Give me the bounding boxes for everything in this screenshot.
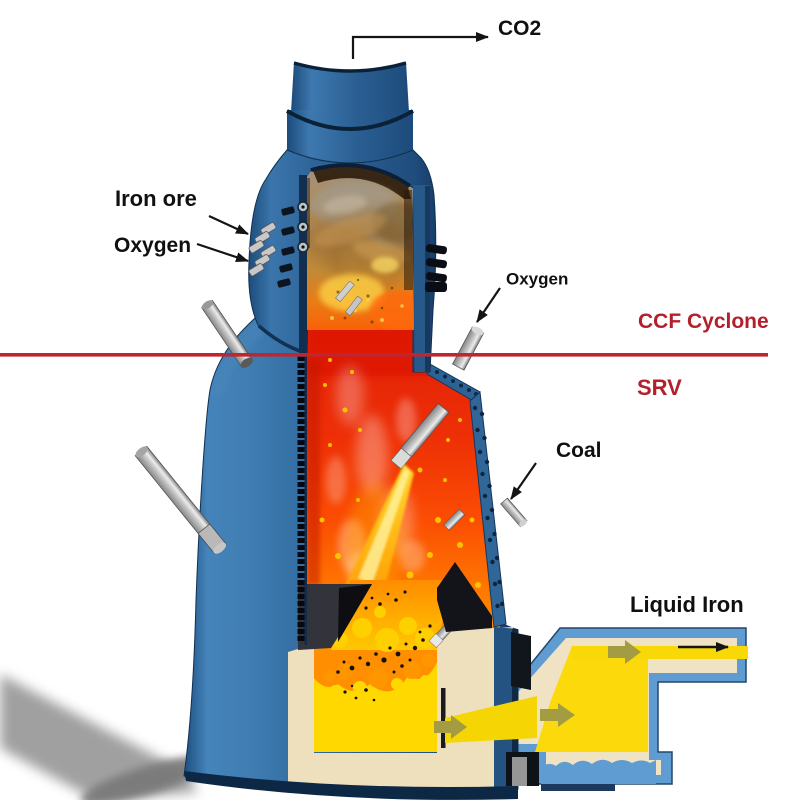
svg-text:Oxygen: Oxygen: [114, 234, 191, 257]
svg-text:CCF Cyclone: CCF Cyclone: [638, 310, 769, 333]
svg-text:Iron ore: Iron ore: [115, 186, 197, 211]
svg-text:Liquid Iron: Liquid Iron: [630, 592, 744, 617]
svg-text:CO2: CO2: [498, 17, 541, 40]
svg-text:SRV: SRV: [637, 375, 682, 400]
svg-text:Coal: Coal: [556, 439, 602, 462]
svg-text:Oxygen: Oxygen: [506, 270, 568, 289]
